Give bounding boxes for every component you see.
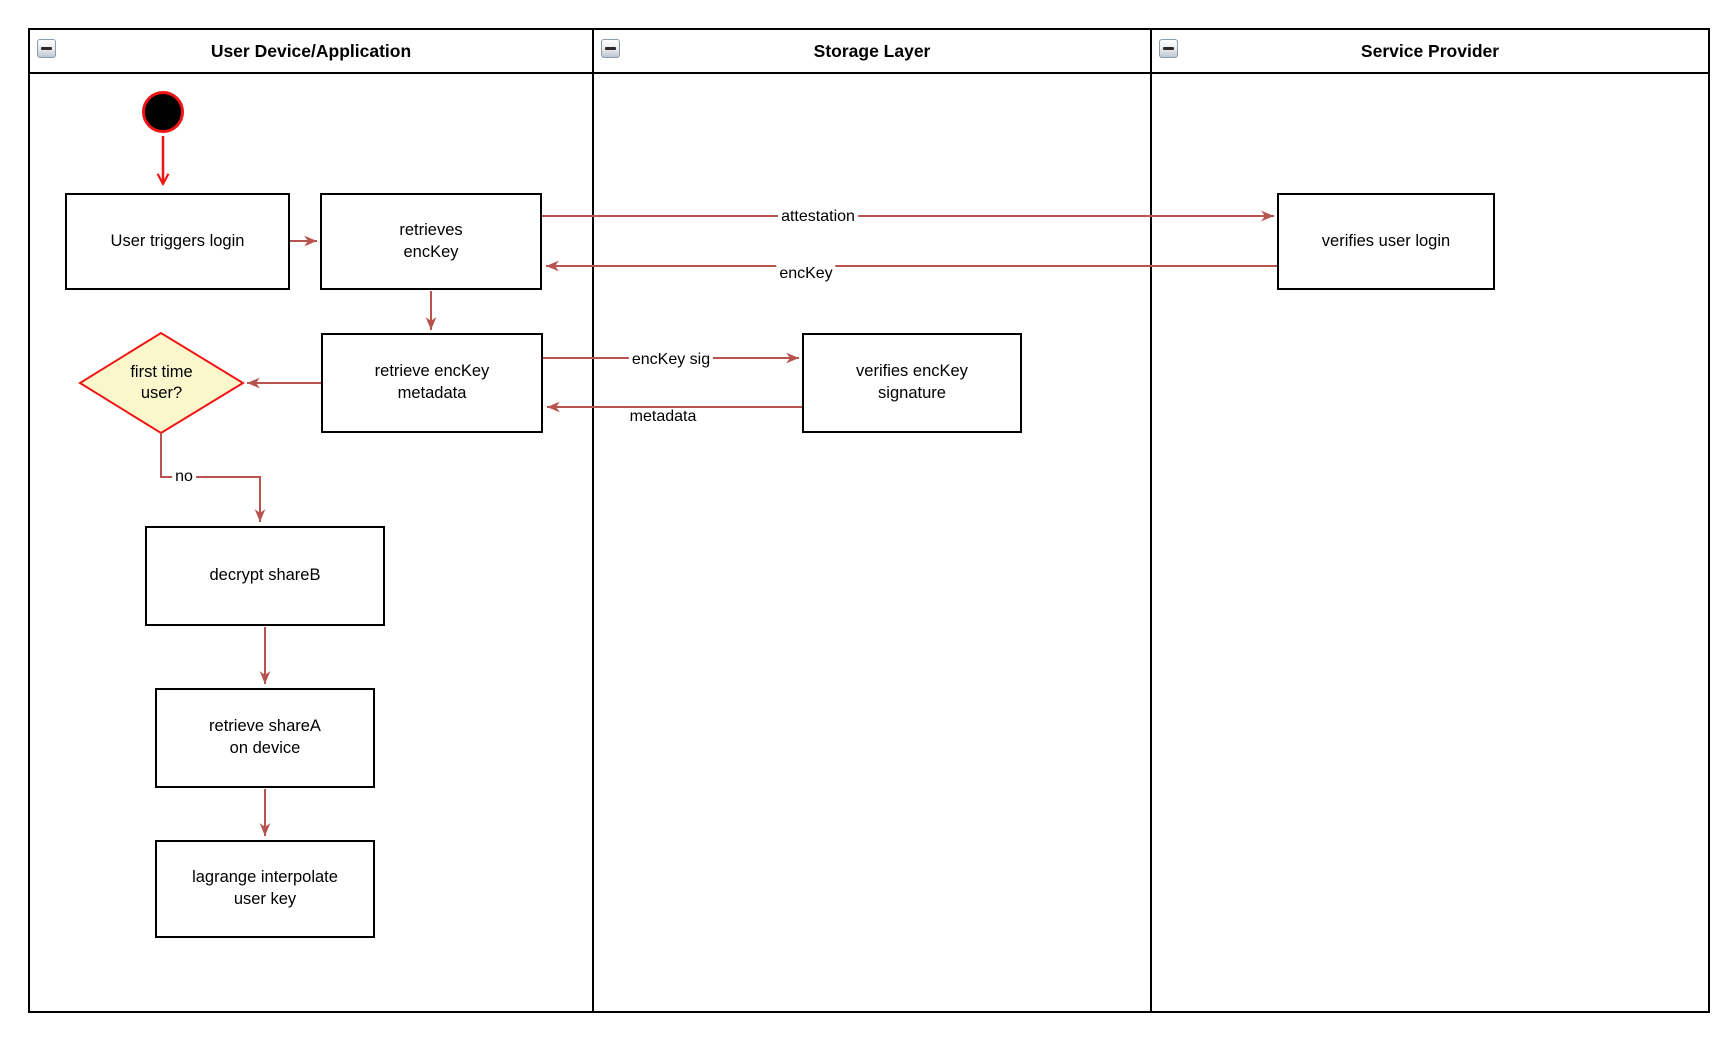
lane-title: Service Provider xyxy=(1360,40,1500,61)
minus-icon xyxy=(1163,47,1174,50)
lane-user-device: User Device/Application xyxy=(30,30,594,1011)
collapse-icon[interactable] xyxy=(37,39,56,58)
collapse-icon[interactable] xyxy=(601,39,620,58)
lane-header-service-provider: Service Provider xyxy=(1152,30,1708,74)
initial-node[interactable] xyxy=(142,91,184,133)
lane-storage-layer: Storage Layer xyxy=(594,30,1152,1011)
node-label: verifies user login xyxy=(1321,231,1451,250)
lane-service-provider: Service Provider xyxy=(1152,30,1708,1011)
node-verifies-user-login[interactable]: verifies user login xyxy=(1277,193,1495,290)
decision-first-time-user-label: first time user? xyxy=(101,354,222,412)
edge-label-no: no xyxy=(172,468,196,486)
node-label: lagrange interpolate user key xyxy=(192,868,338,908)
node-verifies-enckey-signature[interactable]: verifies encKey signature xyxy=(802,333,1022,433)
minus-icon xyxy=(41,47,52,50)
node-label: retrieve shareA on device xyxy=(209,717,321,757)
node-retrieves-enckey[interactable]: retrieves encKey xyxy=(320,193,542,290)
node-label: retrieves encKey xyxy=(399,220,463,261)
lane-title: Storage Layer xyxy=(813,40,931,61)
node-retrieve-sharea[interactable]: retrieve shareA on device xyxy=(155,688,375,788)
node-label: retrieve encKey metadata xyxy=(374,362,490,402)
lane-header-storage-layer: Storage Layer xyxy=(594,30,1150,74)
minus-icon xyxy=(605,47,616,50)
node-label: decrypt shareB xyxy=(209,566,321,585)
node-retrieve-enckey-metadata[interactable]: retrieve encKey metadata xyxy=(321,333,543,433)
edge-label-enckey: encKey xyxy=(776,265,836,283)
lane-title: User Device/Application xyxy=(210,40,412,61)
node-user-triggers-login[interactable]: User triggers login xyxy=(65,193,290,290)
edge-label-metadata: metadata xyxy=(626,408,700,426)
node-lagrange-interpolate[interactable]: lagrange interpolate user key xyxy=(155,840,375,938)
lane-header-user-device: User Device/Application xyxy=(30,30,592,74)
node-label: first time user? xyxy=(130,362,193,402)
node-label: User triggers login xyxy=(110,231,245,250)
node-label: verifies encKey signature xyxy=(856,362,968,402)
node-decrypt-shareb[interactable]: decrypt shareB xyxy=(145,526,385,626)
collapse-icon[interactable] xyxy=(1159,39,1178,58)
edge-label-attestation: attestation xyxy=(778,208,858,226)
edge-label-enckey-sig: encKey sig xyxy=(628,351,714,369)
